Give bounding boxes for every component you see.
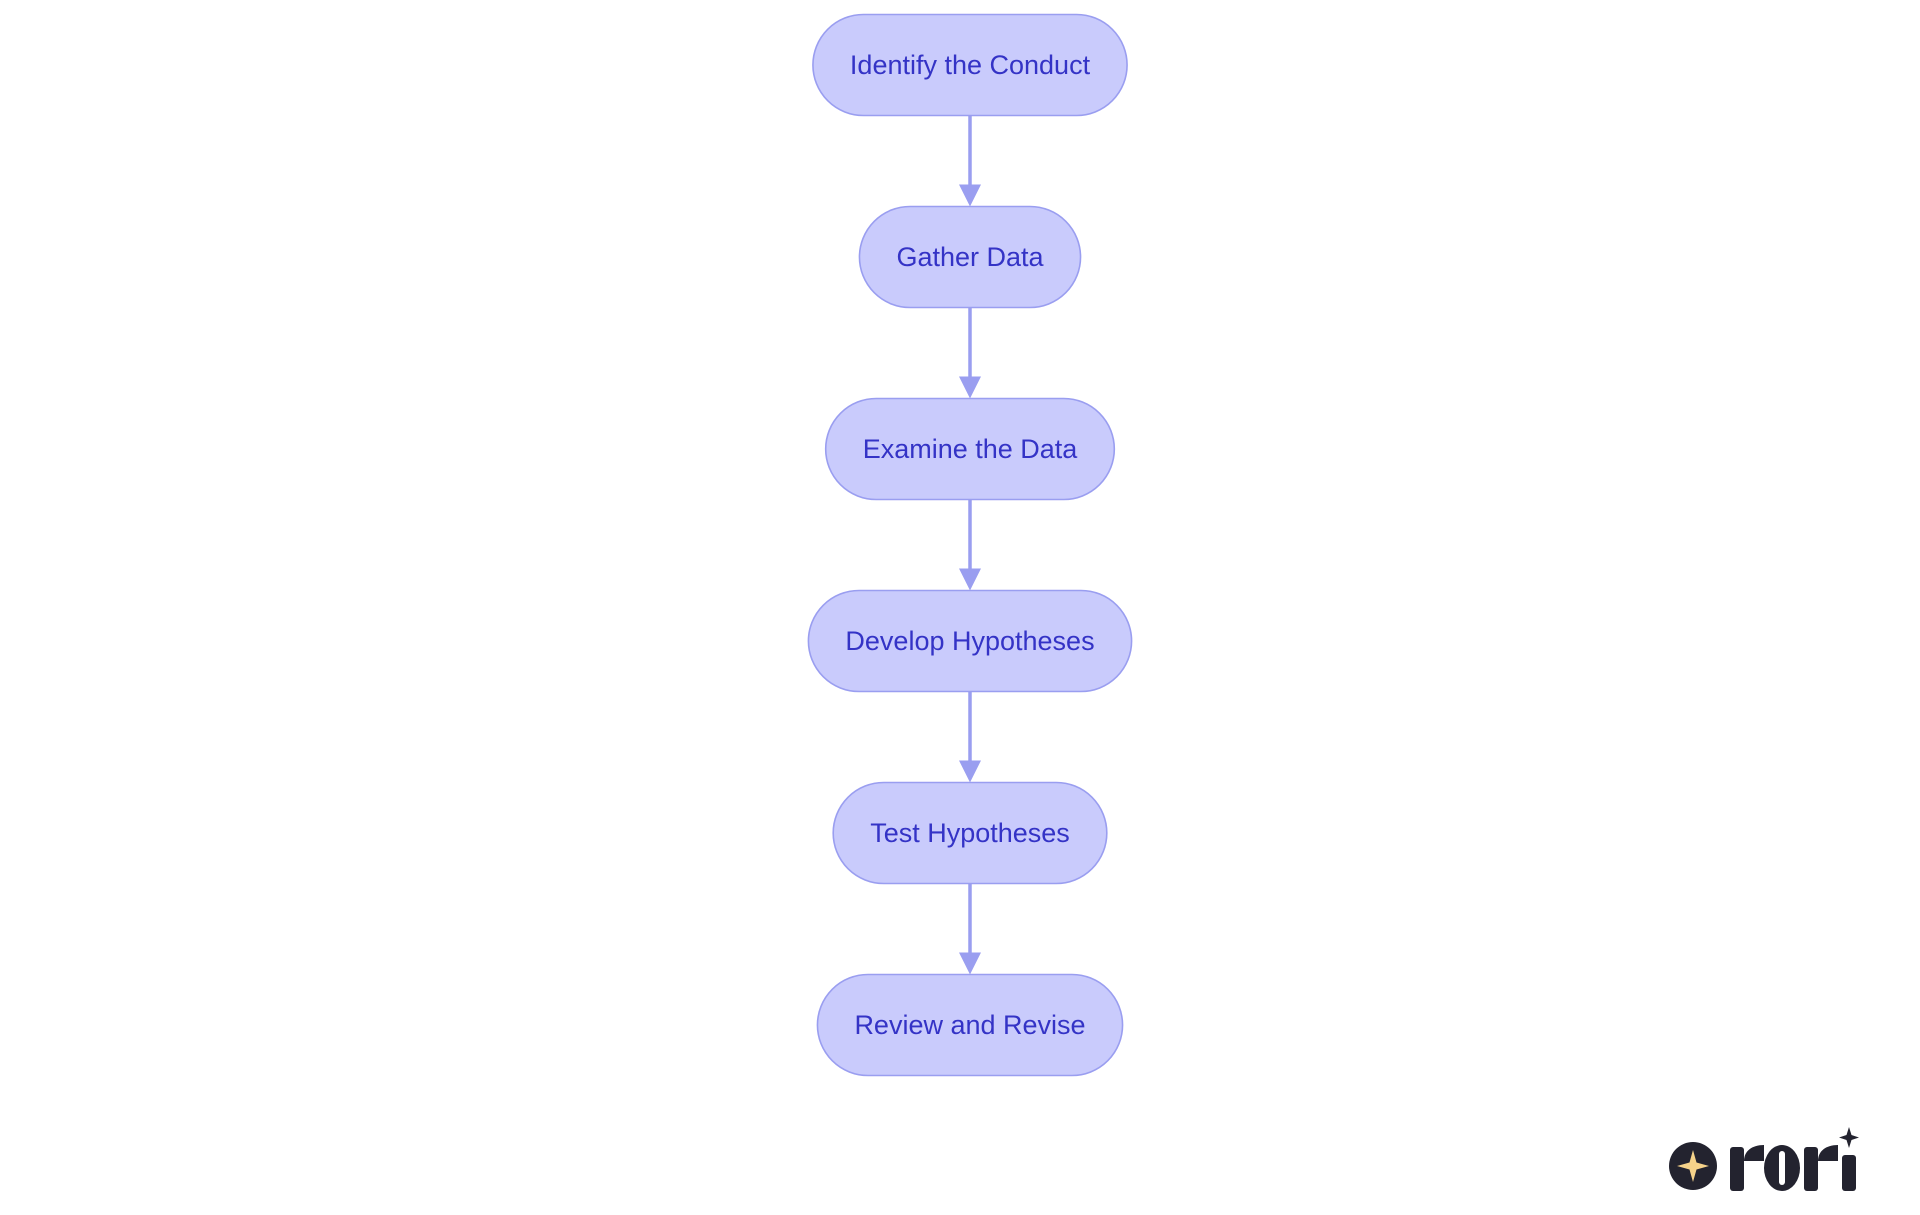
flow-node: Review and Revise <box>816 973 1124 1077</box>
flow-node-shape <box>832 781 1108 885</box>
flow-node: Gather Data <box>858 205 1082 309</box>
flow-node-label: Review and Revise <box>854 1010 1085 1040</box>
flow-node-label: Develop Hypotheses <box>845 626 1094 656</box>
flow-node: Identify the Conduct <box>812 13 1128 117</box>
arrowhead-icon <box>959 568 981 591</box>
flow-node-shape <box>816 973 1124 1077</box>
arrowhead-icon <box>959 952 981 975</box>
flow-arrow <box>959 691 981 783</box>
flow-node-label: Test Hypotheses <box>870 818 1070 848</box>
sparkle-icon <box>1669 1142 1717 1190</box>
rori-logo <box>1669 1127 1859 1191</box>
arrowhead-icon <box>959 184 981 207</box>
arrowhead-icon <box>959 760 981 783</box>
arrowhead-icon <box>959 376 981 399</box>
flow-node: Develop Hypotheses <box>807 589 1133 693</box>
flow-arrow <box>959 499 981 591</box>
flow-node-label: Examine the Data <box>863 434 1079 464</box>
flow-node-shape <box>824 397 1116 501</box>
flow-node-shape <box>812 13 1128 117</box>
flow-node-label: Identify the Conduct <box>850 50 1091 80</box>
flow-arrow <box>959 115 981 207</box>
edges <box>959 115 981 975</box>
logo-wordmark <box>1730 1127 1859 1191</box>
flow-arrow <box>959 307 981 399</box>
flow-arrow <box>959 883 981 975</box>
flow-node-label: Gather Data <box>896 242 1044 272</box>
flow-node-shape <box>807 589 1133 693</box>
flow-node: Test Hypotheses <box>832 781 1108 885</box>
flow-node: Examine the Data <box>824 397 1116 501</box>
flow-node-shape <box>858 205 1082 309</box>
